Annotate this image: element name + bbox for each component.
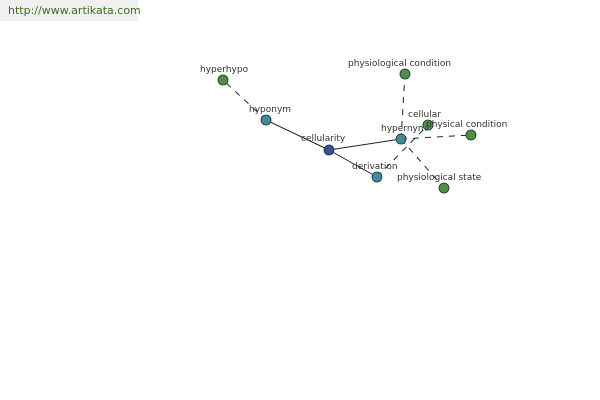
node-label-physiological-state[interactable]: physiological state bbox=[397, 173, 482, 183]
node-cellular[interactable]: cellular bbox=[408, 110, 441, 131]
node-physical-condition[interactable]: physical condition bbox=[426, 120, 507, 141]
node-hyponym[interactable]: hyponym bbox=[249, 105, 291, 126]
node-dot-physical-condition[interactable] bbox=[465, 129, 477, 141]
node-hypernym[interactable]: hypernym bbox=[381, 124, 427, 145]
node-dot-derivation[interactable] bbox=[371, 171, 383, 183]
node-label-hyperhypo[interactable]: hyperhypo bbox=[200, 65, 249, 75]
node-derivation[interactable]: derivation bbox=[352, 162, 398, 183]
node-dot-cellularity[interactable] bbox=[323, 144, 335, 156]
edge-cellularity-to-hypernym bbox=[328, 138, 402, 151]
nodes-layer: cellularity hyponym hyperhypo hypernym deriv… bbox=[200, 59, 507, 194]
edge-hyponym-to-hyperhypo bbox=[222, 79, 267, 121]
node-dot-physiological-state[interactable] bbox=[438, 182, 450, 194]
edge-derivation-to-cellular bbox=[376, 124, 429, 178]
node-physiological-condition[interactable]: physiological condition bbox=[348, 59, 451, 80]
node-label-derivation[interactable]: derivation bbox=[352, 162, 398, 172]
node-dot-hyponym[interactable] bbox=[260, 114, 272, 126]
node-label-hypernym[interactable]: hypernym bbox=[381, 124, 427, 134]
node-physiological-state[interactable]: physiological state bbox=[397, 173, 482, 194]
node-hyperhypo[interactable]: hyperhypo bbox=[200, 65, 249, 86]
site-url-banner[interactable]: http://www.artikata.com bbox=[0, 0, 141, 21]
node-label-cellularity[interactable]: cellularity bbox=[301, 134, 346, 144]
node-dot-hyperhypo[interactable] bbox=[217, 74, 229, 86]
edges-layer bbox=[222, 73, 472, 189]
node-cellularity[interactable]: cellularity bbox=[301, 134, 346, 156]
edge-cellularity-to-hyponym bbox=[265, 119, 330, 151]
edge-hypernym-to-physical-condition bbox=[400, 134, 472, 140]
node-dot-physiological-condition[interactable] bbox=[399, 68, 411, 80]
node-label-physiological-condition[interactable]: physiological condition bbox=[348, 59, 451, 69]
node-dot-hypernym[interactable] bbox=[395, 133, 407, 145]
node-label-physical-condition[interactable]: physical condition bbox=[426, 120, 507, 130]
node-dot-cellular[interactable] bbox=[422, 119, 434, 131]
node-label-cellular[interactable]: cellular bbox=[408, 110, 441, 120]
node-label-hyponym[interactable]: hyponym bbox=[249, 105, 291, 115]
edge-cellularity-to-derivation bbox=[328, 149, 378, 178]
